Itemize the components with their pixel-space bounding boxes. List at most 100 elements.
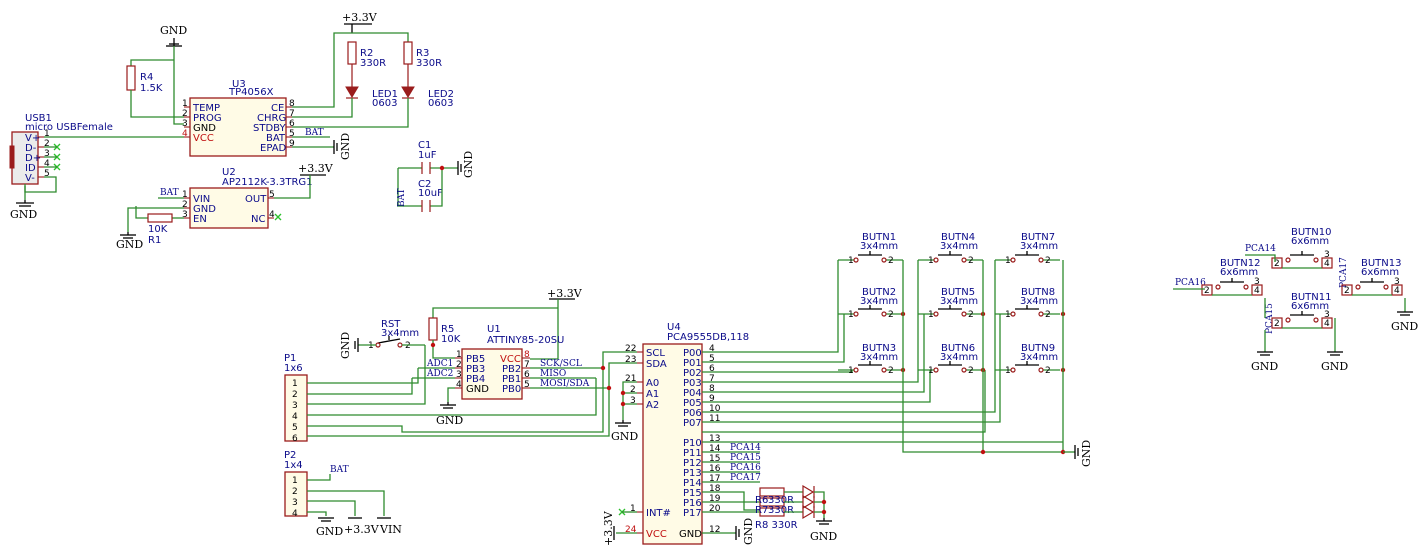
svg-text:1: 1 bbox=[630, 504, 636, 514]
svg-text:BUTN8: BUTN8 bbox=[1021, 287, 1055, 298]
svg-text:16: 16 bbox=[709, 464, 721, 474]
svg-text:3: 3 bbox=[1324, 250, 1330, 260]
led-led1: LED1 0603 bbox=[345, 86, 398, 109]
svg-text:PB0: PB0 bbox=[502, 384, 521, 395]
svg-text:BUTN5: BUTN5 bbox=[941, 287, 975, 298]
svg-text:1: 1 bbox=[848, 256, 854, 266]
svg-text:7: 7 bbox=[524, 360, 530, 370]
svg-text:EPAD: EPAD bbox=[260, 143, 287, 154]
svg-text:2: 2 bbox=[1045, 366, 1051, 376]
svg-text:4: 4 bbox=[456, 380, 462, 390]
svg-text:24: 24 bbox=[625, 525, 637, 535]
svg-text:P10: P10 bbox=[683, 438, 702, 449]
svg-text:A1: A1 bbox=[646, 389, 659, 400]
svg-text:GND: GND bbox=[339, 332, 352, 359]
ic-u4-pca9555: U4 PCA9555DB,118 SCL SDA A0 A1 A2 INT# V… bbox=[625, 322, 749, 545]
svg-text:BAT: BAT bbox=[305, 128, 324, 138]
svg-text:3x4mm: 3x4mm bbox=[1020, 296, 1058, 307]
svg-text:1: 1 bbox=[456, 350, 462, 360]
svg-text:U4: U4 bbox=[667, 322, 681, 333]
capacitors-c1-c2: C1 1uF C2 10uF BAT GND bbox=[397, 140, 475, 212]
svg-text:6: 6 bbox=[289, 119, 295, 129]
svg-text:9: 9 bbox=[709, 394, 715, 404]
resistors-r6-r7-r8: R6 330R R7 330R R8 330R bbox=[755, 487, 798, 531]
connector-p2: P2 1x4 1 2 3 4 bbox=[284, 450, 308, 519]
svg-text:CE: CE bbox=[271, 103, 284, 114]
v33-label-attiny: +3.3V bbox=[547, 287, 583, 300]
svg-text:R1: R1 bbox=[148, 235, 161, 246]
svg-text:P13: P13 bbox=[683, 468, 702, 479]
svg-text:GND: GND bbox=[193, 204, 216, 215]
svg-text:21: 21 bbox=[625, 374, 636, 384]
svg-text:GND: GND bbox=[1251, 360, 1278, 373]
ic-u2-regulator: U2 AP2112K-3.3TRG1 VIN GND EN 1 2 3 OUT … bbox=[182, 167, 313, 229]
svg-text:0603: 0603 bbox=[428, 98, 453, 109]
svg-text:2: 2 bbox=[888, 366, 894, 376]
svg-text:2: 2 bbox=[888, 256, 894, 266]
svg-text:GND: GND bbox=[193, 123, 216, 134]
svg-text:ATTINY85-20SU: ATTINY85-20SU bbox=[487, 335, 564, 346]
svg-text:14: 14 bbox=[709, 444, 721, 454]
svg-text:STDBY: STDBY bbox=[253, 123, 286, 134]
svg-text:P01: P01 bbox=[683, 358, 702, 369]
ic-u1-attiny85: U1 ATTINY85-20SU PB5 PB3 PB4 GND 1 2 3 4… bbox=[455, 324, 564, 400]
svg-text:PCA16: PCA16 bbox=[730, 463, 761, 473]
svg-text:PB1: PB1 bbox=[502, 374, 521, 385]
svg-text:BUTN1: BUTN1 bbox=[862, 232, 896, 243]
svg-text:1uF: 1uF bbox=[418, 150, 437, 161]
svg-text:23: 23 bbox=[625, 355, 636, 365]
svg-text:PCA14: PCA14 bbox=[730, 443, 761, 453]
svg-text:A2: A2 bbox=[646, 400, 659, 411]
svg-text:R3: R3 bbox=[416, 48, 429, 59]
svg-text:RST: RST bbox=[381, 319, 401, 330]
svg-text:P14: P14 bbox=[683, 478, 702, 489]
svg-text:V+: V+ bbox=[25, 133, 40, 144]
svg-text:3: 3 bbox=[182, 210, 188, 220]
svg-text:2: 2 bbox=[1344, 286, 1350, 296]
gnd-symbol-u2: GND bbox=[116, 232, 143, 251]
svg-text:20: 20 bbox=[709, 504, 721, 514]
svg-text:V-: V- bbox=[25, 173, 35, 184]
svg-text:PB4: PB4 bbox=[466, 374, 485, 385]
svg-text:LED1: LED1 bbox=[372, 89, 398, 100]
gnd-label: GND bbox=[160, 24, 187, 37]
svg-text:4: 4 bbox=[1254, 286, 1260, 296]
svg-text:SCK/SCL: SCK/SCL bbox=[540, 359, 582, 369]
svg-text:TEMP: TEMP bbox=[192, 103, 220, 114]
gnd-symbol-leds: GND bbox=[810, 518, 837, 543]
svg-text:OUT: OUT bbox=[245, 194, 267, 205]
svg-text:3: 3 bbox=[292, 401, 298, 411]
svg-text:2: 2 bbox=[1204, 286, 1210, 296]
svg-text:EN: EN bbox=[193, 214, 207, 225]
gnd-symbols-large: GND GND GND bbox=[1251, 311, 1418, 373]
svg-text:8: 8 bbox=[709, 384, 715, 394]
svg-text:VCC: VCC bbox=[193, 133, 214, 144]
v33-label-u2: +3.3V bbox=[298, 162, 334, 175]
svg-text:3: 3 bbox=[182, 119, 188, 129]
svg-text:13: 13 bbox=[709, 434, 720, 444]
resistor-r1: 10K R1 bbox=[147, 213, 173, 246]
svg-text:BUTN6: BUTN6 bbox=[941, 343, 975, 354]
svg-text:P1: P1 bbox=[284, 353, 296, 364]
svg-text:3x4mm: 3x4mm bbox=[860, 241, 898, 252]
svg-text:P06: P06 bbox=[683, 408, 702, 419]
svg-text:4: 4 bbox=[709, 344, 715, 354]
svg-text:7: 7 bbox=[289, 109, 295, 119]
svg-text:D-: D- bbox=[25, 143, 37, 154]
svg-text:8: 8 bbox=[524, 350, 530, 360]
svg-text:P03: P03 bbox=[683, 378, 702, 389]
svg-text:PB3: PB3 bbox=[466, 364, 485, 375]
svg-text:PCA14: PCA14 bbox=[1245, 244, 1276, 254]
svg-text:1: 1 bbox=[928, 256, 934, 266]
svg-text:P07: P07 bbox=[683, 418, 702, 429]
svg-text:+3.3V: +3.3V bbox=[602, 510, 615, 546]
svg-text:NC: NC bbox=[251, 214, 265, 225]
svg-text:R2: R2 bbox=[360, 48, 373, 59]
svg-text:3x4mm: 3x4mm bbox=[860, 352, 898, 363]
led-led2: LED2 0603 bbox=[401, 86, 454, 109]
svg-text:VIN: VIN bbox=[379, 523, 402, 536]
svg-text:BUTN3: BUTN3 bbox=[862, 343, 896, 354]
svg-text:PCA9555DB,118: PCA9555DB,118 bbox=[667, 332, 749, 343]
